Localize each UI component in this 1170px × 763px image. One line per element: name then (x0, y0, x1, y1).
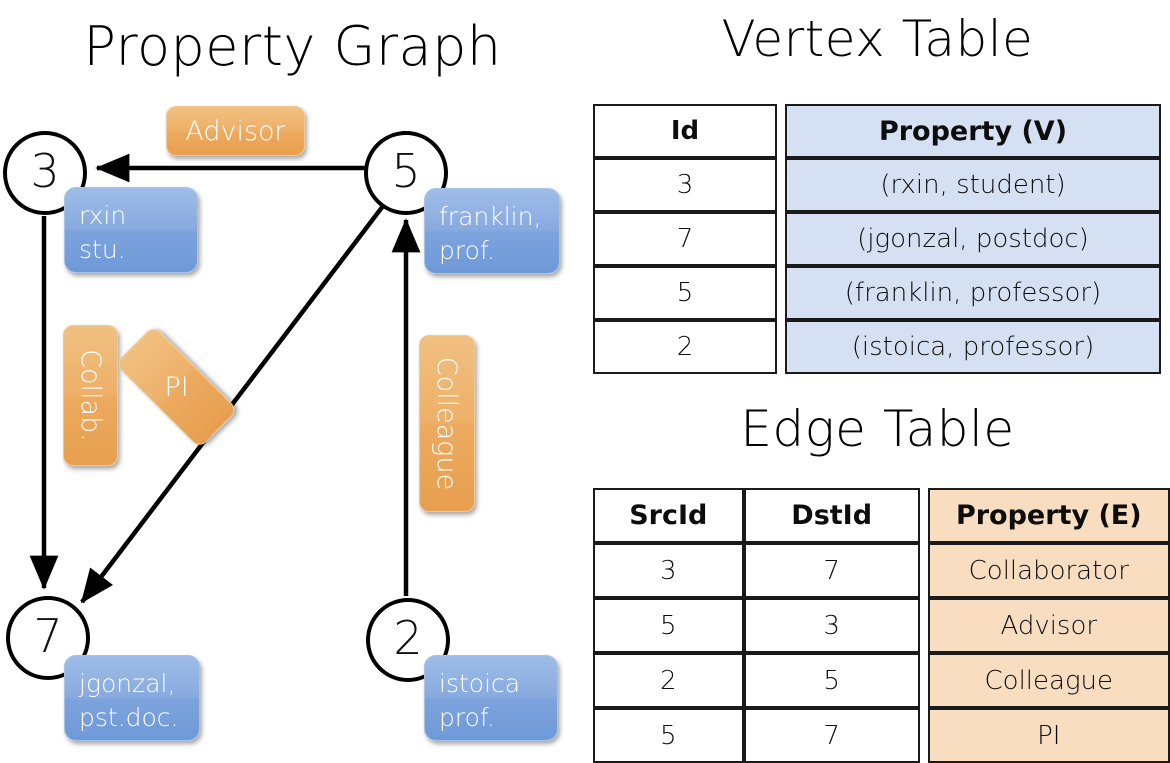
column-gap (920, 708, 928, 763)
vertex-cell-property: (rxin, student) (785, 158, 1161, 212)
edge-header-property: Property (E) (927, 488, 1170, 543)
table-row: 5 (franklin, professor) (593, 266, 1161, 320)
edge-table: SrcId DstId Property (E) 3 7 Collaborato… (593, 488, 1170, 763)
vertex-property-box-franklin[interactable]: franklin, prof. (424, 188, 560, 274)
edge-header-dstid: DstId (743, 488, 920, 543)
edge-cell-dstid: 5 (743, 653, 920, 708)
vertex-property-line-1: franklin, (439, 202, 542, 231)
edge-cell-dstid: 7 (743, 708, 920, 763)
edge-cell-srcid: 5 (593, 598, 744, 653)
column-gap (777, 104, 785, 158)
edge-cell-dstid: 7 (743, 543, 920, 598)
edge-cell-dstid: 3 (743, 598, 920, 653)
table-row: 3 7 Collaborator (593, 543, 1170, 598)
node-5-label: 5 (391, 144, 421, 198)
vertex-header-property: Property (V) (785, 104, 1161, 158)
vertex-property-line-1: istoica (439, 669, 521, 698)
column-gap (777, 158, 785, 212)
table-row: 5 3 Advisor (593, 598, 1170, 653)
vertex-cell-property: (jgonzal, postdoc) (785, 212, 1161, 266)
node-3-label: 3 (30, 144, 60, 198)
table-row: 5 7 PI (593, 708, 1170, 763)
edge-label-advisor-text: Advisor (185, 115, 286, 147)
table-row: 3 (rxin, student) (593, 158, 1161, 212)
vertex-table-title: Vertex Table (721, 10, 1034, 68)
column-gap (920, 653, 928, 708)
edge-label-colleague-text: Colleague (431, 356, 463, 491)
edge-cell-srcid: 2 (593, 653, 744, 708)
property-graph-title: Property Graph (83, 15, 502, 78)
vertex-cell-id: 2 (593, 320, 777, 374)
vertex-property-line-2: prof. (439, 703, 495, 732)
vertex-cell-id: 7 (593, 212, 777, 266)
edge-cell-property: Colleague (927, 653, 1170, 708)
column-gap (920, 598, 928, 653)
vertex-cell-property: (franklin, professor) (785, 266, 1161, 320)
edge-cell-property: PI (927, 708, 1170, 763)
vertex-property-line-1: rxin (79, 201, 127, 230)
vertex-property-line-2: prof. (439, 236, 495, 265)
vertex-cell-id: 5 (593, 266, 777, 320)
vertex-property-box-jgonzal[interactable]: jgonzal, pst.doc. (64, 655, 200, 741)
table-row: 2 (istoica, professor) (593, 320, 1161, 374)
column-gap (920, 543, 928, 598)
vertex-property-line-1: jgonzal, (79, 669, 176, 698)
edge-cell-property: Collaborator (927, 543, 1170, 598)
edge-label-collab[interactable]: Collab. (63, 325, 118, 466)
vertex-property-box-istoica[interactable]: istoica prof. (424, 655, 558, 741)
vertex-table-header-row: Id Property (V) (593, 104, 1161, 158)
edge-table-header-row: SrcId DstId Property (E) (593, 488, 1170, 543)
vertex-property-line-2: pst.doc. (79, 703, 179, 732)
vertex-cell-property: (istoica, professor) (785, 320, 1161, 374)
vertex-cell-id: 3 (593, 158, 777, 212)
column-gap (920, 488, 928, 543)
vertex-property-line-2: stu. (79, 235, 126, 264)
table-row: 7 (jgonzal, postdoc) (593, 212, 1161, 266)
edge-cell-srcid: 5 (593, 708, 744, 763)
column-gap (777, 320, 785, 374)
edge-cell-property: Advisor (927, 598, 1170, 653)
column-gap (777, 266, 785, 320)
node-5[interactable]: 5 (364, 131, 448, 215)
node-2[interactable]: 2 (366, 598, 450, 682)
column-gap (777, 212, 785, 266)
node-7-label: 7 (33, 609, 63, 663)
edge-label-advisor[interactable]: Advisor (166, 106, 305, 156)
edge-header-srcid: SrcId (593, 488, 744, 543)
table-row: 2 5 Colleague (593, 653, 1170, 708)
edge-cell-srcid: 3 (593, 543, 744, 598)
node-2-label: 2 (393, 611, 423, 665)
vertex-header-id: Id (593, 104, 777, 158)
vertex-table: Id Property (V) 3 (rxin, student) 7 (jgo… (593, 104, 1161, 374)
edge-label-collab-text: Collab. (75, 349, 106, 442)
edge-label-colleague[interactable]: Colleague (419, 335, 475, 512)
vertex-property-box-rxin[interactable]: rxin stu. (64, 187, 198, 273)
edge-table-title: Edge Table (740, 400, 1015, 458)
edge-label-pi-text: PI (164, 371, 189, 403)
